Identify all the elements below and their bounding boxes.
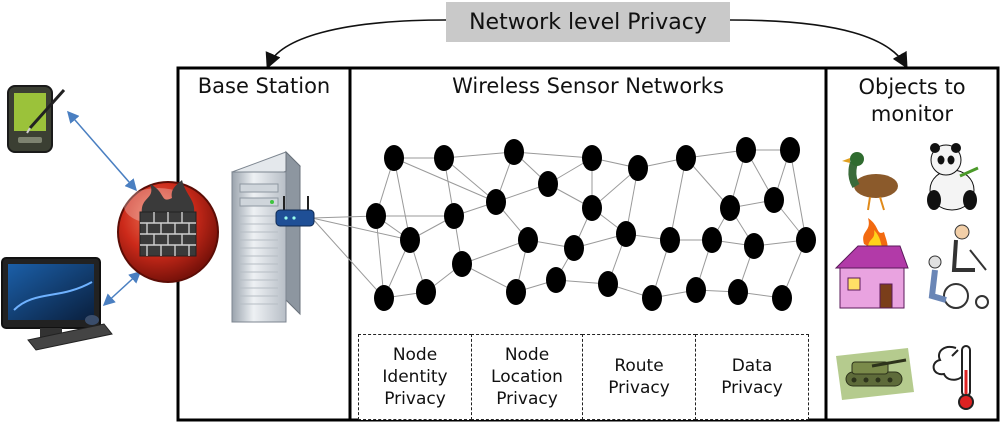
sensor-node xyxy=(434,145,454,171)
sensor-node xyxy=(506,279,526,305)
sensor-node xyxy=(702,227,722,253)
sensor-node xyxy=(384,145,404,171)
network-link xyxy=(393,157,497,203)
network-level-privacy-title: Network level Privacy xyxy=(446,2,730,42)
sensor-node xyxy=(780,137,800,163)
sensor-node xyxy=(582,145,602,171)
network-link xyxy=(513,151,593,159)
desktop-link-arrow xyxy=(102,270,142,307)
node-identity-privacy-label: Node Identity Privacy xyxy=(382,344,448,410)
sensor-node xyxy=(616,221,636,247)
sensor-node xyxy=(366,203,386,229)
sensor-node xyxy=(546,267,566,293)
tank-icon xyxy=(836,348,914,400)
data-privacy-box: Data Privacy xyxy=(695,334,809,420)
objects-to-monitor-label: Objects to monitor xyxy=(858,75,966,127)
sensor-node xyxy=(676,145,696,171)
sensor-node xyxy=(504,139,524,165)
node-location-privacy-box: Node Location Privacy xyxy=(471,334,583,420)
network-link xyxy=(789,149,807,241)
sensor-node xyxy=(660,227,680,253)
sensor-node xyxy=(400,227,420,253)
network-link xyxy=(443,151,515,159)
sensor-node xyxy=(728,279,748,305)
pda-link-arrow xyxy=(67,110,137,192)
sensor-node xyxy=(686,277,706,303)
title-text: Network level Privacy xyxy=(469,9,707,35)
panda-icon xyxy=(927,143,979,211)
sensor-node xyxy=(538,171,558,197)
sensor-node xyxy=(772,285,792,311)
burning-house-icon xyxy=(834,218,909,309)
base-station-link xyxy=(311,215,377,219)
sensor-node xyxy=(452,251,472,277)
network-link xyxy=(685,149,747,159)
network-link xyxy=(669,157,687,241)
sensor-node xyxy=(518,227,538,253)
sensor-node xyxy=(564,235,584,261)
sensor-node xyxy=(720,195,740,221)
wheelchair-patient-icon xyxy=(928,224,989,309)
base-station-label: Base Station xyxy=(197,74,331,98)
network-link xyxy=(443,157,497,203)
wsn-label: Wireless Sensor Networks xyxy=(452,74,724,98)
router-icon xyxy=(275,196,315,227)
desktop-computer-icon xyxy=(1,257,113,351)
duck-icon xyxy=(842,152,898,211)
sensor-node xyxy=(598,271,618,297)
network-link xyxy=(375,215,385,299)
base-station-link xyxy=(311,217,411,241)
sensor-node xyxy=(796,227,816,253)
sensor-node xyxy=(374,285,394,311)
network-link xyxy=(393,157,411,241)
sensor-nodes xyxy=(366,137,816,311)
network-link xyxy=(461,239,529,265)
sensor-node xyxy=(744,233,764,259)
firewall-icon xyxy=(117,180,219,283)
route-privacy-box: Route Privacy xyxy=(582,334,696,420)
server-icon xyxy=(231,150,301,323)
sensor-node xyxy=(416,279,436,305)
base-station-link xyxy=(311,217,385,299)
sensor-node xyxy=(628,155,648,181)
pda-icon xyxy=(7,85,66,153)
node-identity-privacy-box: Node Identity Privacy xyxy=(358,334,472,420)
sensor-node xyxy=(486,189,506,215)
data-privacy-label: Data Privacy xyxy=(721,355,783,398)
thermometer-icon xyxy=(932,345,974,410)
sensor-node xyxy=(736,137,756,163)
sensor-node xyxy=(764,187,784,213)
sensor-node xyxy=(444,203,464,229)
sensor-node xyxy=(582,195,602,221)
sensor-node xyxy=(642,285,662,311)
privacy-scope-arrows xyxy=(265,19,908,69)
route-privacy-label: Route Privacy xyxy=(608,355,670,398)
node-location-privacy-label: Node Location Privacy xyxy=(491,344,563,410)
